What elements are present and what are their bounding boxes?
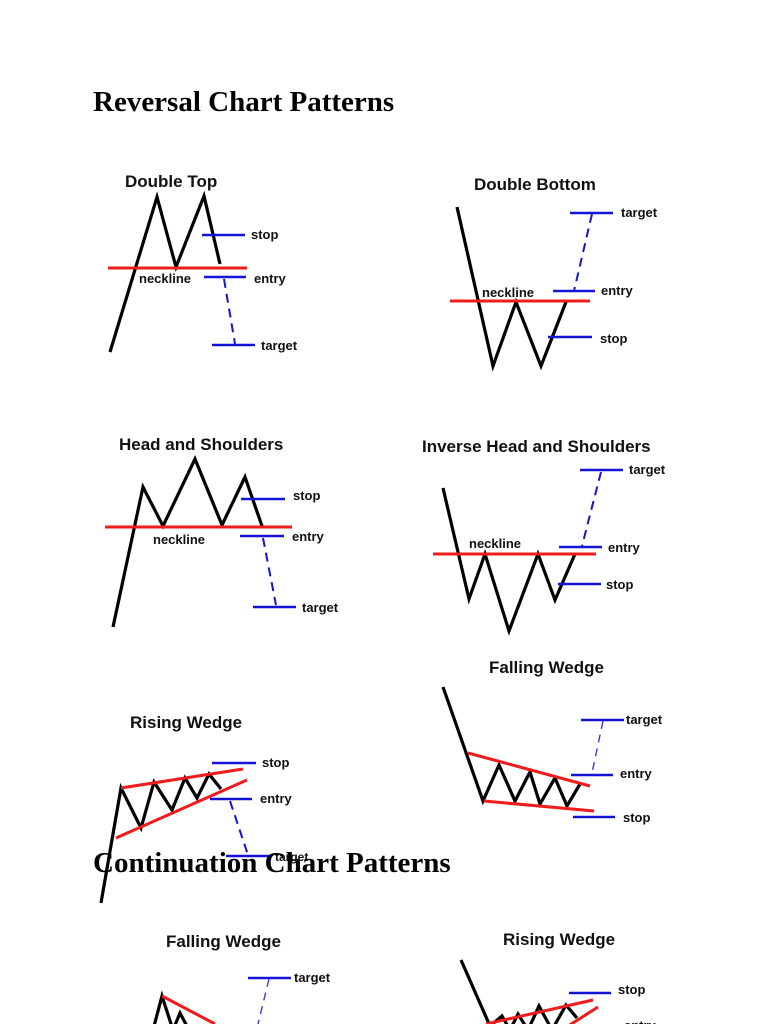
double-bottom-diagram: Double Bottom neckline target entry stop bbox=[450, 175, 658, 372]
diagram-title: Head and Shoulders bbox=[119, 435, 283, 454]
entry-label: entry bbox=[260, 791, 293, 806]
stop-label: stop bbox=[600, 331, 628, 346]
entry-label: entry bbox=[624, 1018, 657, 1024]
target-label: target bbox=[621, 205, 658, 220]
diagram-title: Rising Wedge bbox=[503, 930, 615, 949]
target-label: target bbox=[275, 850, 308, 864]
price-line bbox=[99, 771, 223, 904]
diagram-title: Rising Wedge bbox=[130, 713, 242, 732]
falling-wedge-reversal-diagram: Falling Wedge target entry stop bbox=[441, 658, 663, 825]
double-top-diagram: Double Top neckline stop entry target bbox=[108, 172, 298, 353]
price-line bbox=[152, 990, 188, 1024]
diagram-title: Double Bottom bbox=[474, 175, 596, 194]
reversal-patterns-heading: Reversal Chart Patterns bbox=[93, 86, 395, 118]
upper-trend-line bbox=[467, 751, 591, 788]
stop-label: stop bbox=[262, 755, 290, 770]
entry-label: entry bbox=[620, 766, 653, 781]
target-label: target bbox=[261, 338, 298, 353]
target-projection bbox=[581, 471, 602, 547]
falling-wedge-continuation-diagram: Falling Wedge target bbox=[152, 932, 331, 1024]
diagram-title: Double Top bbox=[125, 172, 217, 191]
upper-trend-line bbox=[161, 994, 216, 1024]
stop-label: stop bbox=[251, 227, 279, 242]
price-line bbox=[441, 686, 582, 810]
inverse-head-and-shoulders-diagram: Inverse Head and Shoulders neckline targ… bbox=[422, 437, 666, 636]
target-label: target bbox=[294, 970, 331, 985]
stop-label: stop bbox=[618, 982, 646, 997]
stop-label: stop bbox=[623, 810, 651, 825]
target-projection bbox=[573, 213, 593, 292]
price-line bbox=[441, 487, 577, 636]
target-projection bbox=[223, 278, 236, 345]
neckline-label: neckline bbox=[139, 271, 191, 286]
target-projection bbox=[262, 537, 277, 606]
lower-trend-line bbox=[115, 778, 248, 840]
rising-wedge-reversal-diagram: Rising Wedge stop entry target bbox=[99, 713, 308, 904]
head-and-shoulders-diagram: Head and Shoulders neckline stop entry t… bbox=[105, 435, 339, 628]
lower-trend-line bbox=[568, 1005, 599, 1024]
diagram-title: Inverse Head and Shoulders bbox=[422, 437, 651, 456]
rising-wedge-continuation-diagram: Rising Wedge stop entry bbox=[459, 930, 657, 1024]
target-label: target bbox=[626, 712, 663, 727]
neckline-label: neckline bbox=[469, 536, 521, 551]
stop-label: stop bbox=[293, 488, 321, 503]
entry-label: entry bbox=[601, 283, 634, 298]
upper-trend-line bbox=[485, 998, 594, 1024]
target-projection bbox=[257, 978, 270, 1024]
upper-trend-line bbox=[120, 767, 244, 790]
target-projection bbox=[591, 720, 604, 774]
diagram-title: Falling Wedge bbox=[166, 932, 281, 951]
entry-label: entry bbox=[608, 540, 641, 555]
neckline-label: neckline bbox=[482, 285, 534, 300]
entry-label: entry bbox=[254, 271, 287, 286]
price-line bbox=[459, 959, 579, 1024]
target-projection bbox=[229, 800, 249, 856]
continuation-patterns-heading: Continuation Chart Patterns bbox=[93, 847, 451, 879]
lower-trend-line bbox=[483, 799, 595, 813]
target-label: target bbox=[302, 600, 339, 615]
stop-label: stop bbox=[606, 577, 634, 592]
diagram-title: Falling Wedge bbox=[489, 658, 604, 677]
neckline-label: neckline bbox=[153, 532, 205, 547]
target-label: target bbox=[629, 462, 666, 477]
entry-label: entry bbox=[292, 529, 325, 544]
price-line bbox=[111, 455, 264, 628]
